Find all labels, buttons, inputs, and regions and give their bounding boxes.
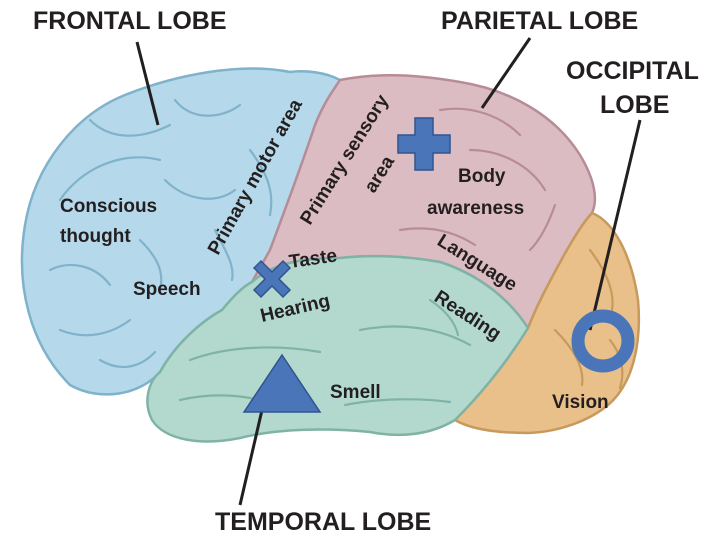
parietal-folds bbox=[398, 107, 557, 252]
occipital-leader bbox=[588, 119, 642, 331]
temporal-folds bbox=[178, 298, 472, 407]
conscious-thought-label-line2: thought bbox=[60, 226, 131, 247]
temporal-lobe-title: TEMPORAL LOBE bbox=[215, 508, 431, 536]
circle-marker bbox=[571, 309, 635, 373]
frontal-lobe-title: FRONTAL LOBE bbox=[33, 7, 227, 35]
smell-label: Smell bbox=[330, 382, 381, 403]
body-awareness-label-line1: Body bbox=[458, 166, 506, 187]
plus-marker bbox=[397, 117, 451, 171]
triangle-marker bbox=[242, 353, 322, 413]
occipital-lobe-title-line2: LOBE bbox=[600, 91, 669, 119]
leader-lines bbox=[135, 37, 642, 506]
body-awareness-label-line2: awareness bbox=[427, 198, 524, 219]
temporal-leader bbox=[238, 409, 264, 506]
vision-label: Vision bbox=[552, 392, 609, 413]
parietal-leader bbox=[480, 37, 532, 109]
conscious-thought-label-line1: Conscious bbox=[60, 196, 157, 217]
x-marker bbox=[252, 259, 292, 299]
frontal-folds bbox=[48, 98, 273, 368]
occipital-lobe-title-line1: OCCIPITAL bbox=[566, 57, 699, 85]
occipital-lobe bbox=[452, 211, 641, 435]
parietal-lobe-title: PARIETAL LOBE bbox=[441, 7, 638, 35]
speech-label: Speech bbox=[133, 279, 201, 300]
frontal-leader bbox=[135, 41, 160, 126]
brain bbox=[20, 67, 641, 443]
